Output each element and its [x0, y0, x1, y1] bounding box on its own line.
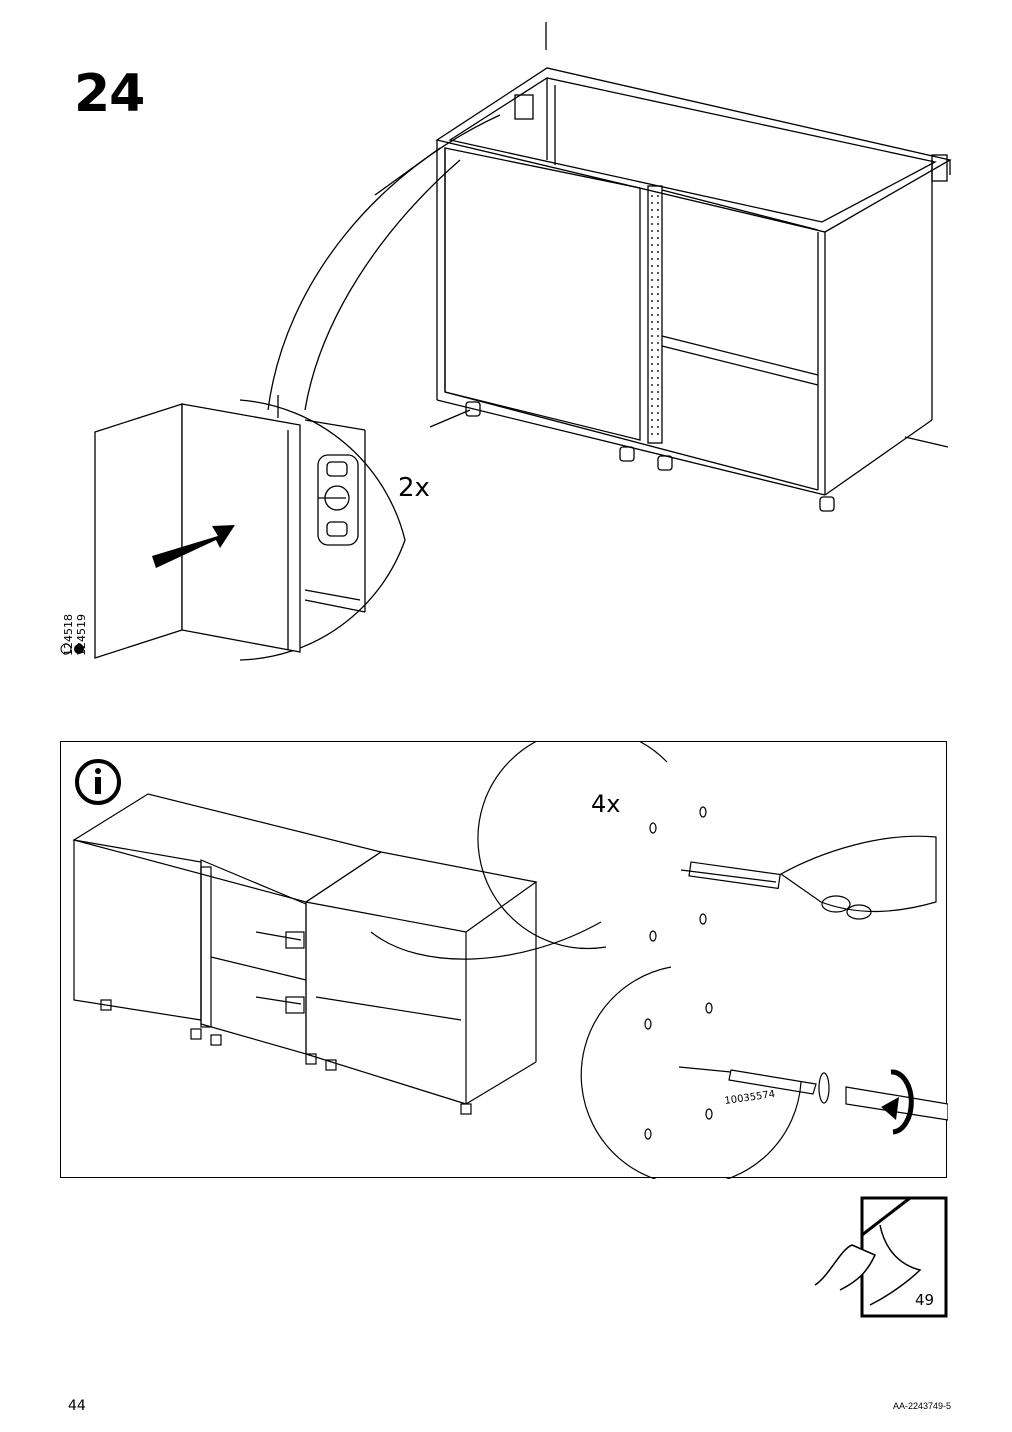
- drill-quantity: 4x: [591, 790, 620, 818]
- quantity-label: 2x: [398, 473, 430, 503]
- screw-detail: [580, 966, 948, 1179]
- detail-magnifier: [94, 395, 406, 661]
- left-cabinet: [72, 793, 383, 1055]
- white-swatch-icon: [60, 643, 72, 655]
- right-cabinet: [255, 851, 538, 1115]
- screw-article-number: 10035574: [724, 1089, 776, 1107]
- cabinet-frame: [374, 67, 952, 512]
- info-panel: 4x 10035574: [60, 741, 948, 1179]
- continue-page-marker: 49: [814, 1196, 948, 1318]
- hand-icon: [814, 1244, 877, 1291]
- article-number-1: 124518: [62, 614, 75, 656]
- black-swatch-icon: [74, 644, 84, 654]
- page-number: 44: [68, 1398, 86, 1414]
- page-turn-icon: [869, 1224, 922, 1306]
- info-illustration: 4x 10035574: [72, 742, 948, 1179]
- document-id: AA-2243749-5: [893, 1401, 952, 1411]
- drilling-detail: [477, 742, 937, 950]
- info-circle-icon: [75, 759, 121, 805]
- step-number: 24: [74, 64, 145, 124]
- step-illustration: 2x 124518 124519: [60, 22, 952, 661]
- continue-page-number: 49: [915, 1291, 934, 1309]
